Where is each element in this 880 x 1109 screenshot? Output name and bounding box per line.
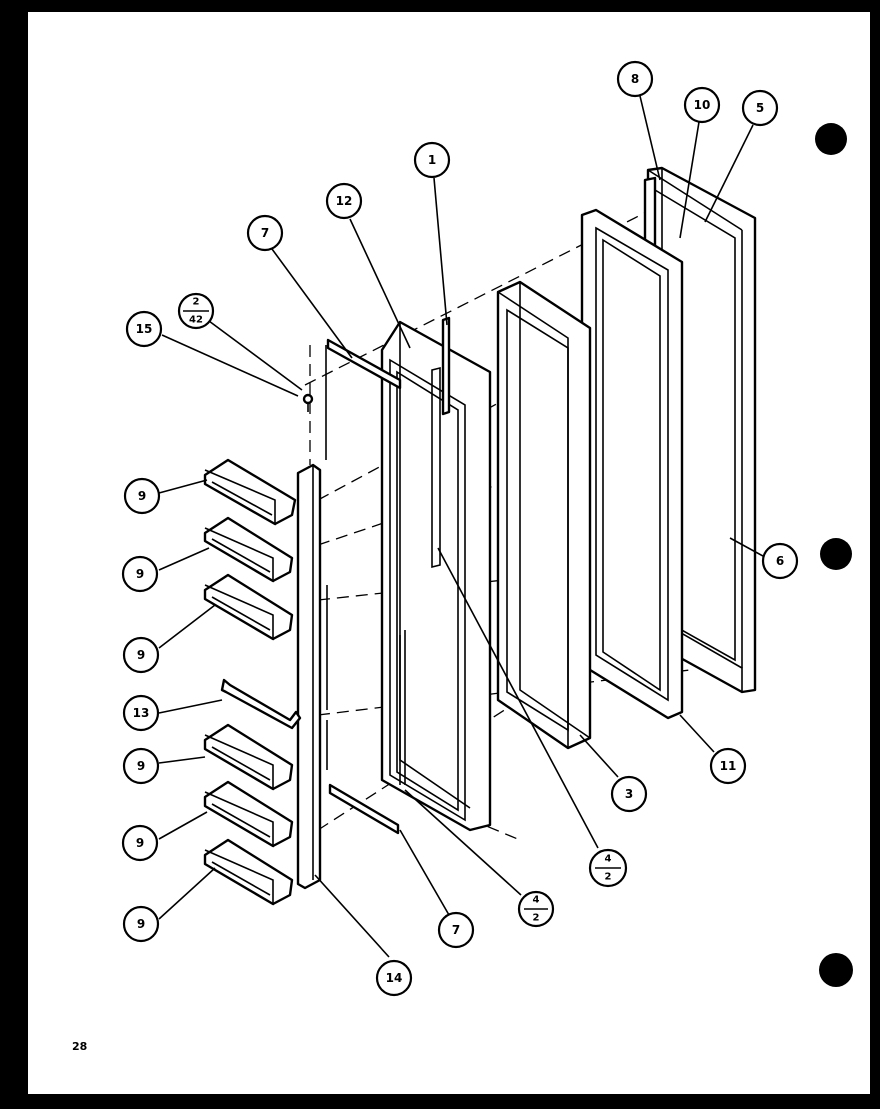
svg-text:5: 5 <box>756 101 764 115</box>
door-bin-2 <box>203 516 294 583</box>
door-bin-6 <box>203 838 294 906</box>
callout-10: 10 <box>683 86 721 124</box>
trim-strip <box>296 463 322 890</box>
svg-text:11: 11 <box>720 759 737 773</box>
svg-text:7: 7 <box>261 226 269 240</box>
svg-text:42: 42 <box>189 315 203 326</box>
svg-text:9: 9 <box>137 917 145 931</box>
svg-text:3: 3 <box>625 787 633 801</box>
callout-8: 8 <box>616 60 654 98</box>
callout-4-2-right: 4 2 <box>588 848 628 888</box>
callout-12: 12 <box>325 182 363 220</box>
callout-9-d: 9 <box>122 747 160 785</box>
side-rails <box>326 585 406 785</box>
door-bin-5 <box>203 780 294 848</box>
callout-7-bottom: 7 <box>437 911 475 949</box>
svg-text:9: 9 <box>137 648 145 662</box>
vertical-rod <box>441 316 451 416</box>
screw <box>302 393 314 412</box>
svg-text:4: 4 <box>533 895 540 906</box>
svg-text:12: 12 <box>336 194 353 208</box>
svg-text:2: 2 <box>533 913 540 924</box>
door-bin-4 <box>203 723 294 791</box>
page-number: 28 <box>72 1040 87 1053</box>
callout-2-42: 2 42 <box>177 292 215 330</box>
svg-text:13: 13 <box>133 706 150 720</box>
callout-6: 6 <box>761 542 799 580</box>
svg-text:10: 10 <box>694 98 711 112</box>
callout-13: 13 <box>122 694 160 732</box>
svg-text:6: 6 <box>776 554 784 568</box>
callout-9-a: 9 <box>123 477 161 515</box>
callout-9-c: 9 <box>122 636 160 674</box>
callout-4-2-bottom: 4 2 <box>517 890 555 928</box>
svg-text:4: 4 <box>605 854 612 865</box>
svg-text:1: 1 <box>428 153 436 167</box>
punch-hole-top <box>815 123 847 155</box>
door-bin-1 <box>203 458 297 526</box>
punch-hole-bottom <box>819 953 853 987</box>
svg-text:2: 2 <box>605 872 612 883</box>
callout-14: 14 <box>375 959 413 997</box>
callout-7-top: 7 <box>246 214 284 252</box>
shelf-rail-bottom <box>328 783 400 835</box>
callout-5: 5 <box>741 89 779 127</box>
svg-text:9: 9 <box>136 567 144 581</box>
svg-text:14: 14 <box>386 971 403 985</box>
leader-lines <box>158 95 764 958</box>
shelf-bracket <box>220 678 302 730</box>
shelf-rail-top <box>325 338 402 460</box>
callout-3: 3 <box>610 775 648 813</box>
punch-hole-middle <box>820 538 852 570</box>
callout-9-b: 9 <box>121 555 159 593</box>
callout-15: 15 <box>125 310 163 348</box>
door-bin-3 <box>203 573 294 641</box>
svg-text:8: 8 <box>631 72 639 86</box>
door-liner <box>496 280 592 750</box>
callout-1: 1 <box>413 141 451 179</box>
door-gasket <box>580 208 684 720</box>
svg-text:9: 9 <box>136 836 144 850</box>
callout-9-e: 9 <box>121 824 159 862</box>
callout-11: 11 <box>709 747 747 785</box>
svg-text:9: 9 <box>138 489 146 503</box>
svg-text:15: 15 <box>136 322 153 336</box>
svg-text:7: 7 <box>452 923 460 937</box>
door-breaker-frame <box>380 320 492 832</box>
svg-text:2: 2 <box>193 297 200 308</box>
svg-text:9: 9 <box>137 759 145 773</box>
callout-9-f: 9 <box>122 905 160 943</box>
